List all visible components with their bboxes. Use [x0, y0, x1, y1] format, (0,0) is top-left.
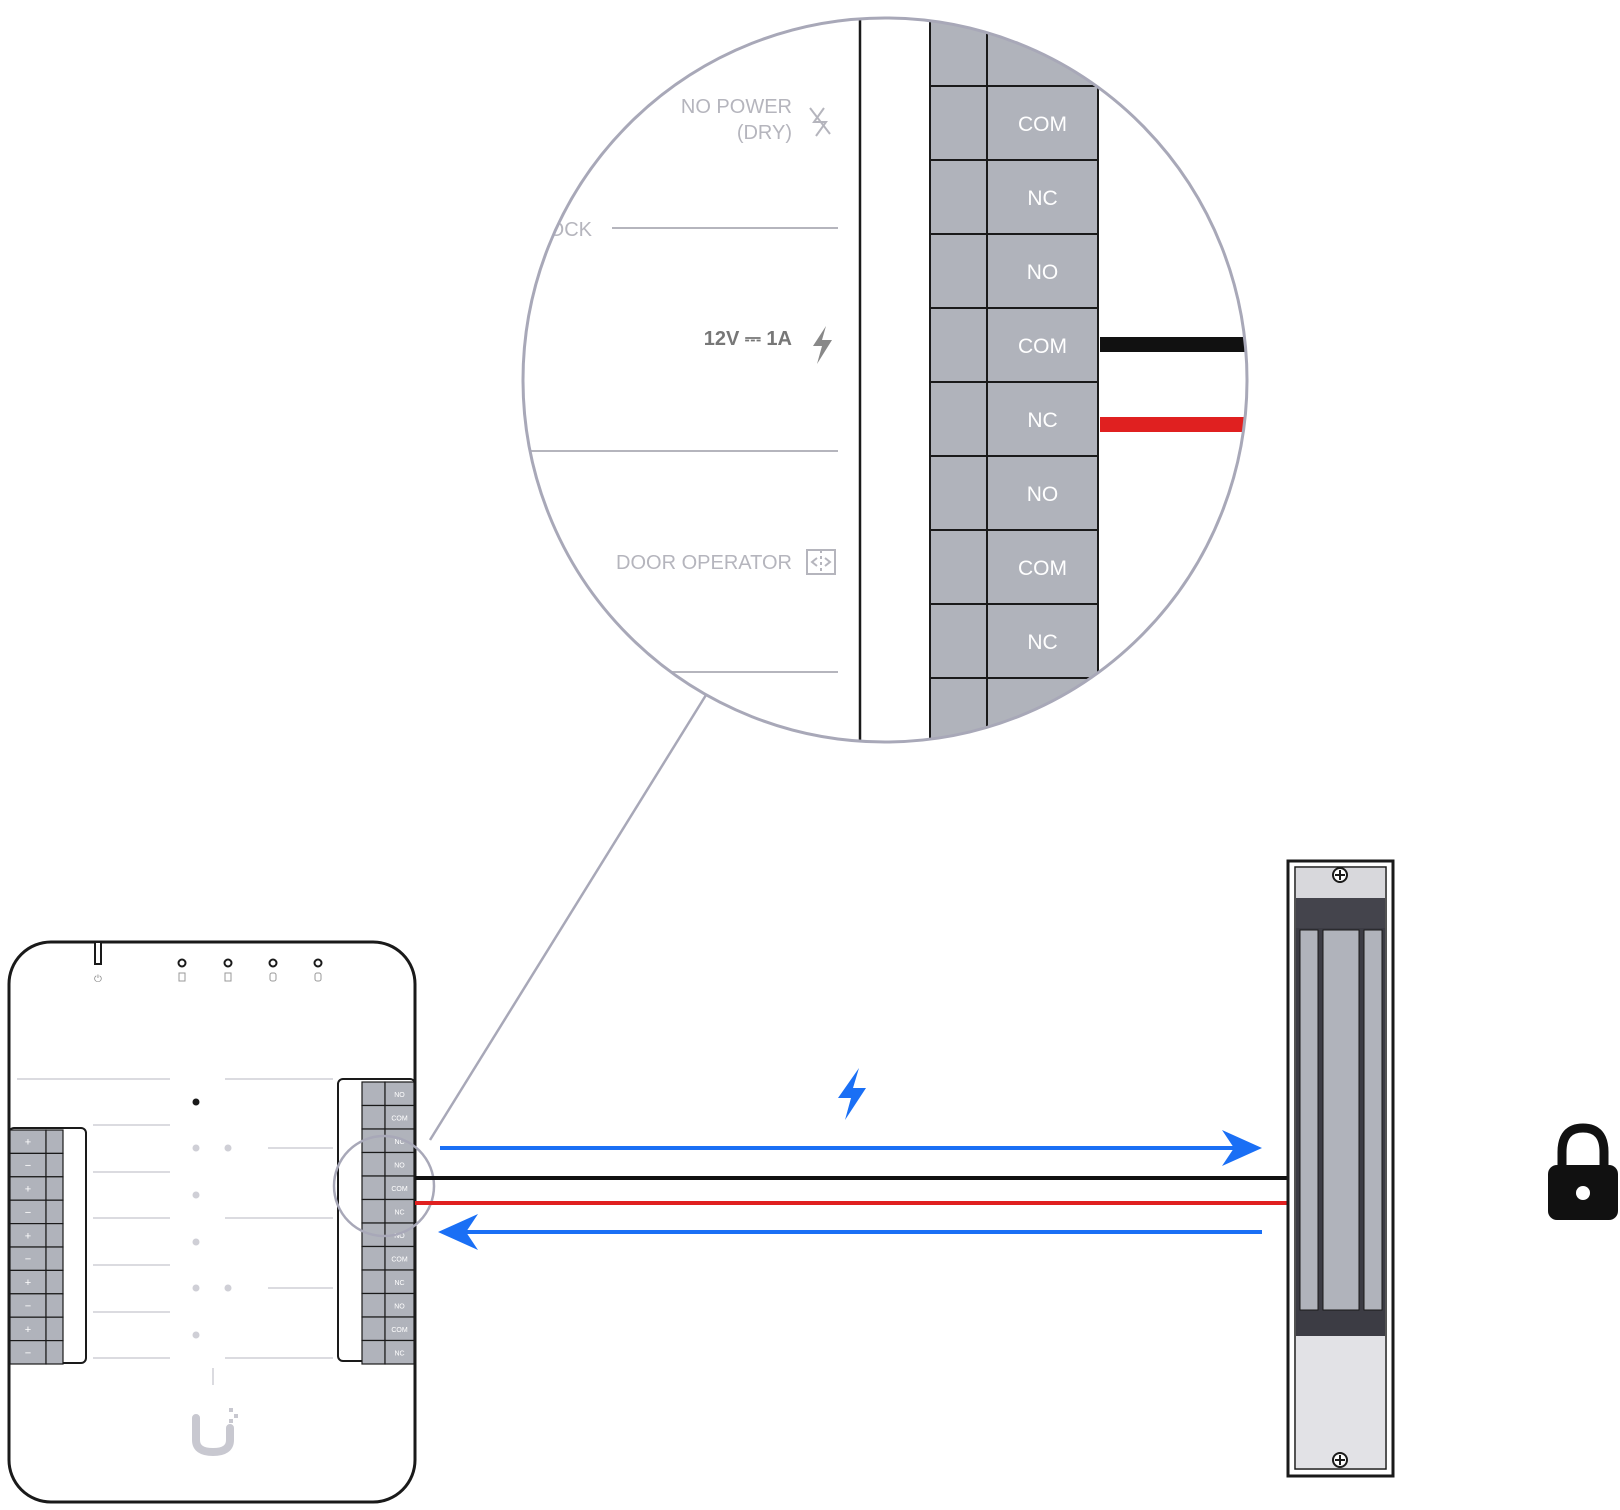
power-out-arrow: [440, 1130, 1262, 1166]
hub-terminal-label: +: [25, 1137, 31, 1149]
status-slot: [94, 941, 102, 965]
terminal-com: COM: [929, 85, 1099, 161]
hub-terminal-plus: +: [9, 1129, 64, 1154]
hub-terminal-label: NC: [394, 1280, 404, 1287]
hub-terminal-no: NO: [361, 1081, 415, 1107]
terminal-label: NO: [1027, 483, 1059, 506]
ubiquiti-logo-icon: [192, 1414, 234, 1457]
hub-terminal-label: −: [25, 1160, 31, 1172]
com-wire: [1100, 337, 1247, 352]
terminal-com: COM: [929, 307, 1099, 383]
zoom-detail: NO POWER (DRY) OCK 12V ⎓ 1A DOOR OPERATO…: [521, 16, 1249, 744]
no-power-dry-label: (DRY): [737, 122, 792, 144]
hub-left-terminal-block: + − + − + − + − + −: [8, 1127, 87, 1365]
hub-terminal-com: COM: [361, 1104, 415, 1130]
hub-terminal-plus: +: [9, 1316, 64, 1342]
hub-terminal-label: NO: [394, 1303, 405, 1310]
hub-terminal-label: NC: [394, 1139, 404, 1146]
terminal-nc: NC: [929, 159, 1099, 235]
hub-terminal-label: NO: [394, 1092, 405, 1099]
no-power-icon: [809, 107, 831, 137]
zoom-terminal-block: COM NC NO COM NC NO COM NC: [929, 18, 1099, 742]
hub-terminal-plus: +: [9, 1222, 64, 1248]
door-operator-label: DOOR OPERATOR: [616, 552, 792, 574]
hub-terminal-label: −: [25, 1207, 31, 1219]
hub-terminal-com: COM: [361, 1316, 415, 1342]
hub-terminal-nc: NC: [361, 1269, 415, 1295]
hub-terminal-minus: −: [9, 1339, 64, 1365]
lightning-icon: [838, 1068, 866, 1120]
hub-terminal-nc: NC: [361, 1198, 415, 1224]
hub-terminal-label: COM: [391, 1186, 408, 1193]
hub-terminal-minus: −: [9, 1199, 64, 1225]
lightning-icon: [813, 326, 832, 364]
logo-dots: [229, 1408, 238, 1423]
terminal-nc: NC: [929, 603, 1099, 679]
hub-terminal-plus: +: [9, 1176, 64, 1201]
hub-label-lines: [17, 1078, 333, 1385]
hub-terminal-label: +: [25, 1230, 31, 1242]
hub-terminal-label: NO: [394, 1233, 405, 1240]
hub-terminal-label: COM: [391, 1327, 408, 1334]
hub-terminal-nc: NC: [361, 1128, 415, 1154]
com-wire-run: [415, 1176, 1288, 1180]
hub-terminal-com: COM: [361, 1175, 415, 1201]
zoom-connector-line: [428, 694, 708, 1141]
hub-terminal-label: −: [25, 1301, 31, 1313]
terminal-label: NC: [1027, 409, 1057, 432]
zoom-marker: [332, 1134, 436, 1238]
hub-terminal-nc: NC: [361, 1339, 415, 1365]
hub-terminal-label: NC: [394, 1209, 404, 1216]
terminal-label: COM: [1018, 335, 1067, 358]
hub-terminal-label: +: [25, 1184, 31, 1196]
hub-terminal-label: NC: [394, 1350, 404, 1357]
terminal-nc: NC: [929, 381, 1099, 457]
hub-terminal-label: +: [25, 1277, 31, 1289]
hub-terminal-com: COM: [361, 1245, 415, 1271]
hub-terminal-label: −: [25, 1254, 31, 1266]
door-operator-icon: [806, 549, 836, 575]
hub-terminal-label: NO: [394, 1162, 405, 1169]
hub-terminal-minus: −: [9, 1246, 64, 1271]
hub-terminal-no: NO: [361, 1292, 415, 1318]
hub-terminal-minus: −: [9, 1293, 64, 1318]
power-icon: ⏻: [94, 974, 102, 985]
power-return-arrow: [438, 1214, 1262, 1250]
hub-terminal-plus: +: [9, 1269, 64, 1295]
terminal-com: COM: [929, 529, 1099, 605]
door-icon: [178, 972, 232, 982]
hub-terminal-label: COM: [391, 1115, 408, 1122]
magnetic-lock: [1286, 859, 1395, 1478]
terminal-label: NC: [1027, 187, 1057, 210]
hub-terminal-no: NO: [361, 1151, 415, 1177]
hub-terminal-minus: −: [9, 1152, 64, 1178]
terminal-label: COM: [1018, 113, 1067, 136]
power-rating-label: 12V ⎓ 1A: [704, 328, 792, 350]
indicator-leds: [177, 958, 323, 968]
nc-wire: [1100, 417, 1247, 432]
padlock-icon: [1548, 1123, 1618, 1220]
no-power-label: NO POWER: [681, 96, 792, 118]
nc-wire-run: [415, 1201, 1288, 1205]
terminal-label: COM: [1018, 557, 1067, 580]
terminal-label: NO: [1027, 261, 1059, 284]
terminal-label: NC: [1027, 631, 1057, 654]
terminal-no: NO: [929, 233, 1099, 309]
hub-right-terminal-block: NO COM NC NO COM NC NO COM NC NO COM NC: [337, 1078, 416, 1365]
hub-dots: [192, 1098, 232, 1339]
hub-terminal-label: +: [25, 1324, 31, 1336]
hub-terminal-label: COM: [391, 1256, 408, 1263]
zoom-ring: [521, 16, 1249, 744]
reader-icon: [269, 972, 322, 982]
access-hub: ⏻: [7, 940, 417, 1504]
terminal-no: NO: [929, 455, 1099, 531]
hub-terminal-label: −: [25, 1347, 31, 1359]
